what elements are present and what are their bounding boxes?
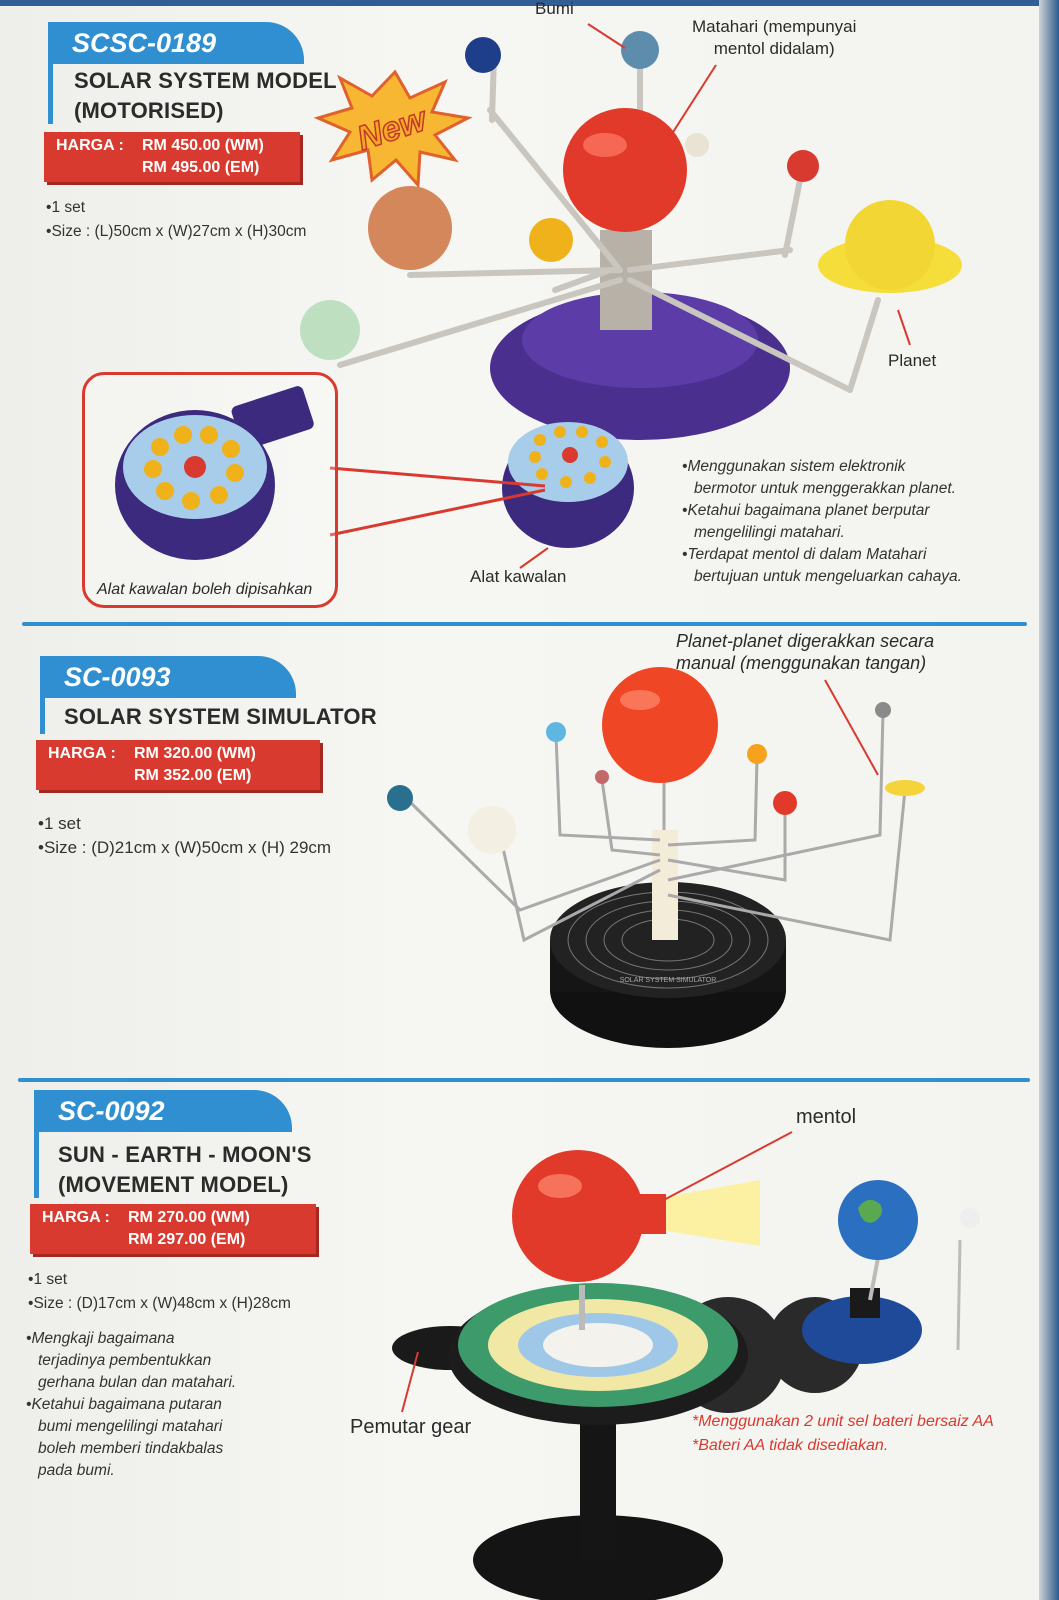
spec-list: 1 set Size : (L)50cm x (W)27cm x (H)30cm <box>46 196 306 244</box>
section-divider <box>18 1078 1030 1082</box>
moon-icon <box>685 133 709 157</box>
code-tab-bar <box>34 1132 39 1198</box>
feature-item: Terdapat mentol di dalam Mataharibertuju… <box>682 544 1002 588</box>
price-label: HARGA : <box>56 137 124 154</box>
battery-notes: *Menggunakan 2 unit sel bateri bersaiz A… <box>692 1410 994 1458</box>
planet-icon <box>546 722 566 742</box>
simulator-illustration: SOLAR SYSTEM SIMULATOR <box>387 667 925 1048</box>
motorised-model-illustration: New <box>300 23 962 569</box>
planet-icon <box>773 791 797 815</box>
price-box: HARGA : RM 320.00 (WM) RM 352.00 (EM) <box>36 740 320 790</box>
title-line: (MOVEMENT MODEL) <box>58 1172 289 1197</box>
price-box: HARGA : RM 450.00 (WM) RM 495.00 (EM) <box>44 132 300 182</box>
callout-line: Matahari (mempunyai <box>692 17 857 36</box>
earth-icon <box>838 1180 918 1260</box>
spec-item: 1 set <box>46 196 306 220</box>
planet-icon <box>387 785 413 811</box>
spec-list: 1 set Size : (D)21cm x (W)50cm x (H) 29c… <box>38 812 331 860</box>
controller-inset: Alat kawalan boleh dipisahkan <box>82 372 338 608</box>
callout-manual: Planet-planet digerakkan secara manual (… <box>676 630 934 674</box>
code-tab-bar <box>40 698 45 734</box>
inset-caption: Alat kawalan boleh dipisahkan <box>97 581 313 598</box>
central-column <box>652 830 678 940</box>
feature-item: Ketahui bagaimana planet berputarmengeli… <box>682 500 1002 544</box>
spec-item: 1 set <box>28 1268 291 1292</box>
spec-item: Size : (L)50cm x (W)27cm x (H)30cm <box>46 220 306 244</box>
product-title: SOLAR SYSTEM SIMULATOR <box>64 702 377 732</box>
spec-list: 1 set Size : (D)17cm x (W)48cm x (H)28cm <box>28 1268 291 1316</box>
planet-icon <box>529 218 573 262</box>
callout-matahari: Matahari (mempunyai mentol didalam) <box>692 16 856 60</box>
product-code: SC-0093 <box>64 662 171 692</box>
planet-icon <box>747 744 767 764</box>
callout-pemutar-gear: Pemutar gear <box>350 1416 472 1438</box>
callout-line: mentol didalam) <box>713 39 835 58</box>
price-label: HARGA : <box>48 745 116 762</box>
planet-icon <box>300 300 360 360</box>
sun-earth-moon-illustration <box>392 1131 980 1600</box>
price-em: RM 495.00 (EM) <box>142 159 260 176</box>
detached-controller-icon <box>115 386 314 560</box>
moon-icon <box>960 1208 980 1228</box>
title-line: (MOTORISED) <box>74 98 224 123</box>
base-label: SOLAR SYSTEM SIMULATOR <box>620 977 717 984</box>
product-title: SUN - EARTH - MOON'S (MOVEMENT MODEL) <box>58 1140 312 1200</box>
price-box: HARGA : RM 270.00 (WM) RM 297.00 (EM) <box>30 1204 316 1254</box>
battery-note: *Bateri AA tidak disediakan. <box>692 1437 889 1454</box>
spec-item: Size : (D)21cm x (W)50cm x (H) 29cm <box>38 836 331 860</box>
central-column <box>600 230 652 330</box>
product-code-tab: SCSC-0189 <box>48 22 304 64</box>
earth-icon <box>621 31 659 69</box>
light-beam <box>660 1180 760 1246</box>
page-right-edge <box>1039 0 1059 1600</box>
spec-item: 1 set <box>38 812 331 836</box>
sun-icon <box>512 1150 644 1282</box>
callout-mentol: mentol <box>796 1106 857 1128</box>
planet-icon <box>468 806 516 854</box>
planet-icon <box>465 37 501 73</box>
price-em: RM 352.00 (EM) <box>134 767 252 784</box>
planet-icon <box>787 150 819 182</box>
callout-bumi: Bumi <box>535 0 574 18</box>
price-em: RM 297.00 (EM) <box>128 1231 246 1248</box>
title-line: SUN - EARTH - MOON'S <box>58 1142 312 1167</box>
callout-line: manual (menggunakan tangan) <box>676 653 927 673</box>
battery-note: *Menggunakan 2 unit sel bateri bersaiz A… <box>692 1413 994 1430</box>
price-wm: RM 320.00 (WM) <box>134 745 256 762</box>
planet-icon <box>368 186 452 270</box>
saturn-icon <box>845 200 935 290</box>
spec-item: Size : (D)17cm x (W)48cm x (H)28cm <box>28 1292 291 1316</box>
section-divider <box>22 622 1027 626</box>
product-code: SCSC-0189 <box>72 28 217 58</box>
product-code-tab: SC-0092 <box>34 1090 292 1132</box>
product-code-tab: SC-0093 <box>40 656 296 698</box>
title-line: SOLAR SYSTEM SIMULATOR <box>64 704 377 729</box>
saturn-icon <box>885 780 925 796</box>
callout-planet: Planet <box>888 351 937 370</box>
product-code: SC-0092 <box>58 1096 165 1126</box>
price-wm: RM 270.00 (WM) <box>128 1209 250 1226</box>
planet-icon <box>875 702 891 718</box>
sun-icon <box>563 108 687 232</box>
callout-line: Planet-planet digerakkan secara <box>676 631 935 651</box>
product-title: SOLAR SYSTEM MODEL (MOTORISED) <box>74 66 337 126</box>
new-badge-icon <box>313 69 473 189</box>
sun-icon <box>602 667 718 783</box>
callout-alat-kawalan: Alat kawalan <box>470 567 567 586</box>
page-top-edge <box>0 0 1059 6</box>
planet-icon <box>595 770 609 784</box>
price-wm: RM 450.00 (WM) <box>142 137 264 154</box>
price-label: HARGA : <box>42 1209 110 1226</box>
title-line: SOLAR SYSTEM MODEL <box>74 68 337 93</box>
earth-plate <box>802 1296 922 1364</box>
code-tab-bar <box>48 64 53 124</box>
